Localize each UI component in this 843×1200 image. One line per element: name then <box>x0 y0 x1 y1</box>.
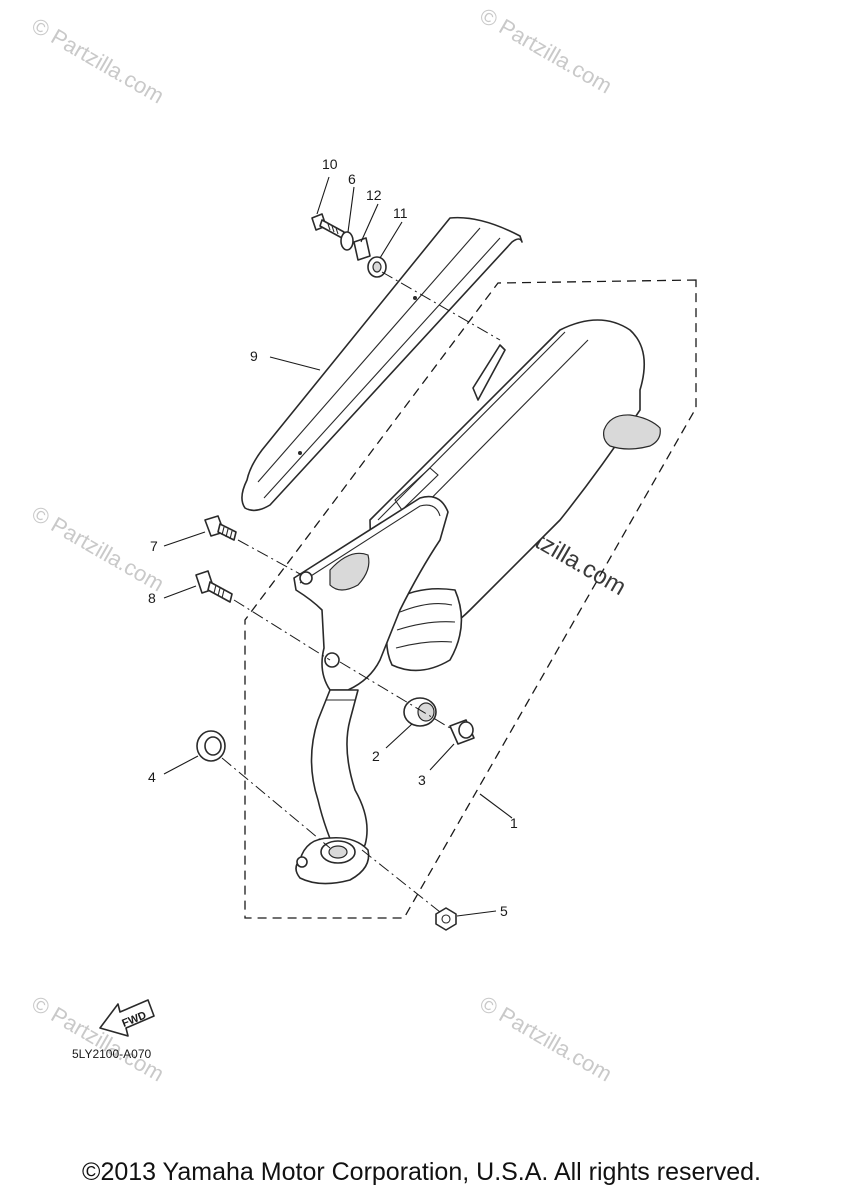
gasket-4 <box>196 730 226 762</box>
center-line-gasket <box>221 757 331 849</box>
grommet-2 <box>403 697 437 727</box>
watermark-top-right: © Partzilla.com <box>476 3 617 99</box>
watermark-bottom-right: © Partzilla.com <box>476 991 617 1087</box>
exhaust-pipe <box>295 689 370 885</box>
callout-6: 6 <box>348 171 356 187</box>
callout-9: 9 <box>250 348 258 364</box>
center-line-bolt7 <box>237 539 301 575</box>
mounting-bracket <box>293 495 449 691</box>
callout-10: 10 <box>322 156 338 172</box>
collar-3 <box>449 719 475 745</box>
watermark-mid-left: © Partzilla.com <box>28 501 169 597</box>
callout-11: 11 <box>393 205 408 221</box>
collar-12 <box>353 237 371 261</box>
callout-5: 5 <box>500 903 508 919</box>
heat-shield <box>241 216 523 512</box>
fwd-arrow-icon: FWD <box>99 999 155 1037</box>
center-line-nut <box>361 849 441 913</box>
callout-1: 1 <box>510 815 518 831</box>
watermark-top-left: © Partzilla.com <box>28 13 169 109</box>
callout-8: 8 <box>148 590 156 606</box>
callout-12: 12 <box>366 187 382 203</box>
bolt-10 <box>311 213 345 239</box>
bolt-8 <box>195 570 233 603</box>
assembly-outline <box>244 279 697 919</box>
callout-7: 7 <box>150 538 158 554</box>
nut-5 <box>435 907 457 931</box>
diagram-code: 5LY2100-A070 <box>72 1047 152 1061</box>
damper-11 <box>367 256 387 278</box>
washer-6 <box>340 231 354 251</box>
copyright-notice: ©2013 Yamaha Motor Corporation, U.S.A. A… <box>82 1158 761 1186</box>
callout-3: 3 <box>418 772 426 788</box>
callout-2: 2 <box>372 748 380 764</box>
center-line-top <box>381 271 501 341</box>
muffler <box>369 319 661 672</box>
center-line-bolt8 <box>233 599 331 661</box>
bolt-7 <box>204 515 237 541</box>
callout-4: 4 <box>148 769 156 785</box>
leader-lines <box>163 176 513 917</box>
